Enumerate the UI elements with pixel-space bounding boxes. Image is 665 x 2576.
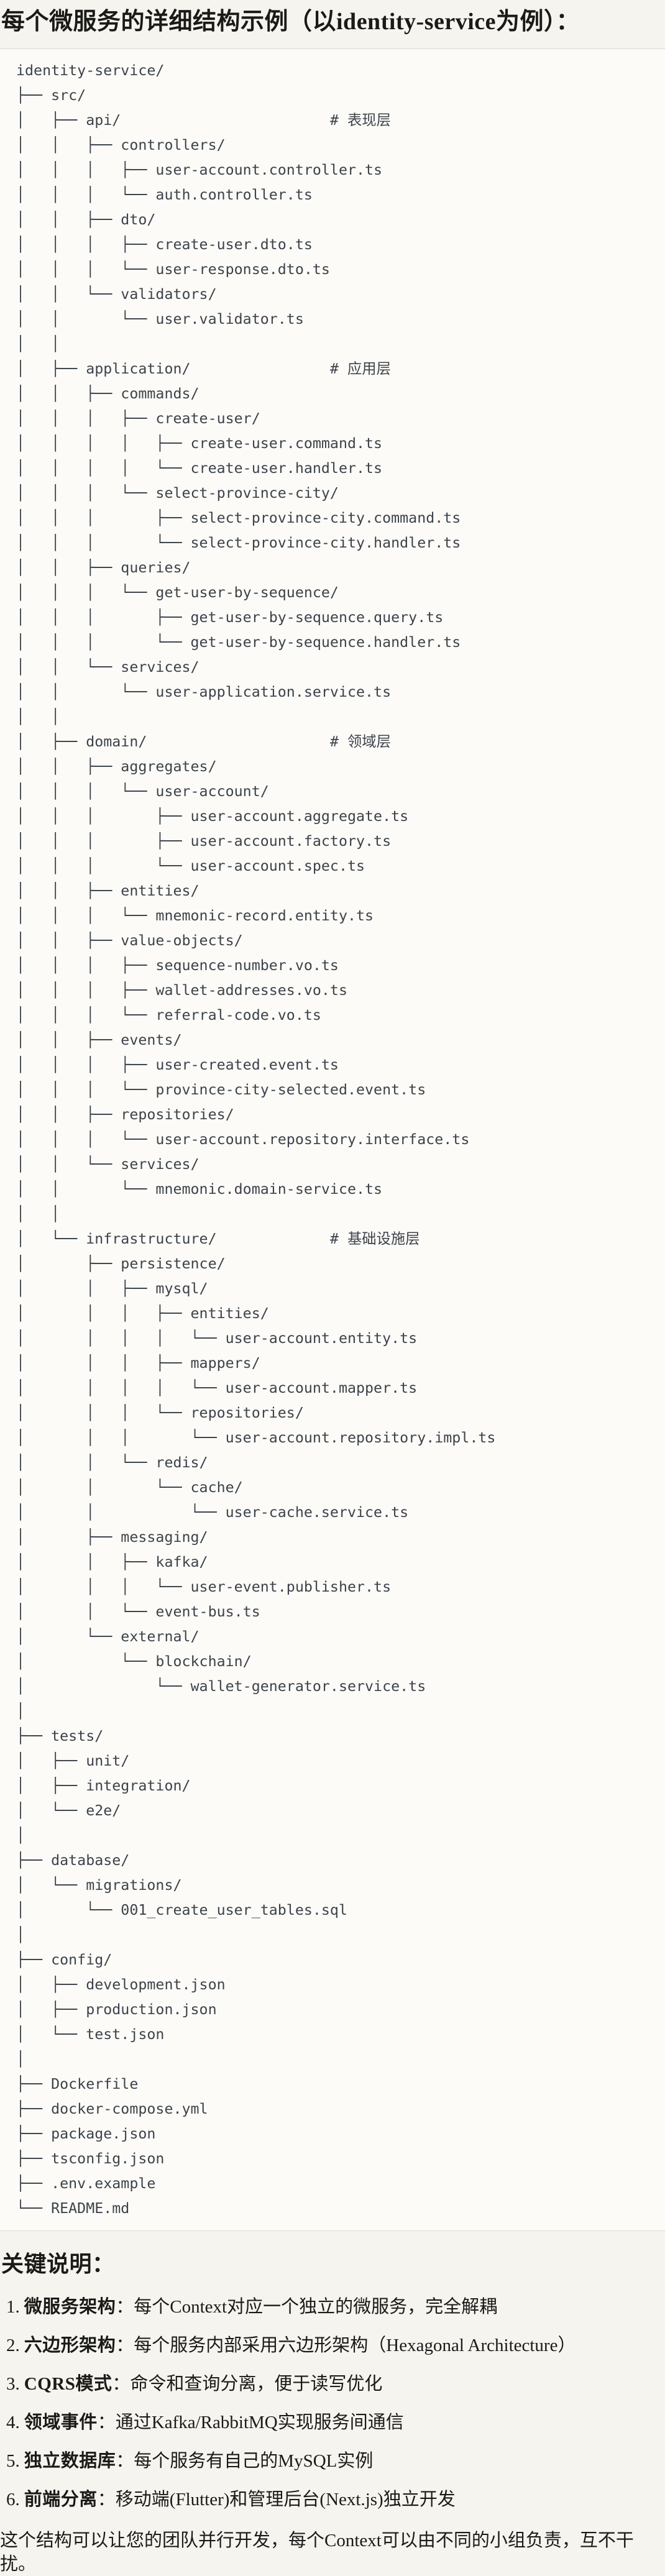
item-term: 前端分离 (24, 2490, 98, 2510)
item-term: 微服务架构 (24, 2297, 116, 2317)
document-body: 每个微服务的详细结构示例（以identity-service为例）： ident… (0, 8, 665, 2576)
list-item: 4.领域事件：通过Kafka/RabbitMQ实现服务间通信 (6, 2411, 665, 2434)
item-number: 3. (6, 2374, 20, 2395)
list-item: 2.六边形架构：每个服务内部采用六边形架构（Hexagonal Architec… (6, 2334, 665, 2357)
item-desc: 移动端(Flutter)和管理后台(Next.js)独立开发 (115, 2490, 456, 2510)
item-term: 独立数据库 (24, 2451, 116, 2472)
item-separator: ： (116, 2335, 134, 2356)
item-number: 2. (6, 2335, 20, 2356)
key-points-list: 1.微服务架构：每个Context对应一个独立的微服务，完全解耦 2.六边形架构… (0, 2295, 665, 2511)
item-desc: 每个服务内部采用六边形架构（Hexagonal Architecture） (134, 2335, 576, 2356)
item-number: 5. (6, 2451, 20, 2472)
list-item: 1.微服务架构：每个Context对应一个独立的微服务，完全解耦 (6, 2295, 665, 2319)
item-term: 六边形架构 (24, 2335, 116, 2356)
item-separator: ： (97, 2413, 116, 2433)
item-separator: ： (112, 2374, 131, 2395)
list-item: 3.CQRS模式：命令和查询分离，便于读写优化 (6, 2372, 665, 2396)
item-separator: ： (116, 2451, 134, 2472)
item-term: 领域事件 (24, 2413, 98, 2433)
item-number: 6. (6, 2490, 20, 2510)
page-title: 每个微服务的详细结构示例（以identity-service为例）： (1, 9, 580, 35)
closing-paragraph: 这个结构可以让您的团队并行开发，每个Context可以由不同的小组负责，互不干扰… (0, 2531, 634, 2575)
item-number: 1. (6, 2297, 20, 2317)
item-desc: 每个Context对应一个独立的微服务，完全解耦 (134, 2297, 498, 2317)
list-item: 5.独立数据库：每个服务有自己的MySQL实例 (6, 2449, 665, 2473)
item-desc: 每个服务有自己的MySQL实例 (134, 2451, 374, 2472)
item-number: 4. (6, 2413, 20, 2433)
list-item: 6.前端分离：移动端(Flutter)和管理后台(Next.js)独立开发 (6, 2488, 665, 2511)
file-tree: identity-service/ ├── src/ │ ├── api/ # … (16, 62, 496, 2217)
section-heading: 关键说明： (1, 2251, 115, 2276)
item-desc: 通过Kafka/RabbitMQ实现服务间通信 (115, 2413, 404, 2433)
item-separator: ： (116, 2297, 134, 2317)
code-block: identity-service/ ├── src/ │ ├── api/ # … (0, 48, 665, 2231)
item-desc: 命令和查询分离，便于读写优化 (130, 2374, 383, 2395)
item-separator: ： (97, 2490, 116, 2510)
item-term: CQRS模式 (24, 2374, 112, 2395)
